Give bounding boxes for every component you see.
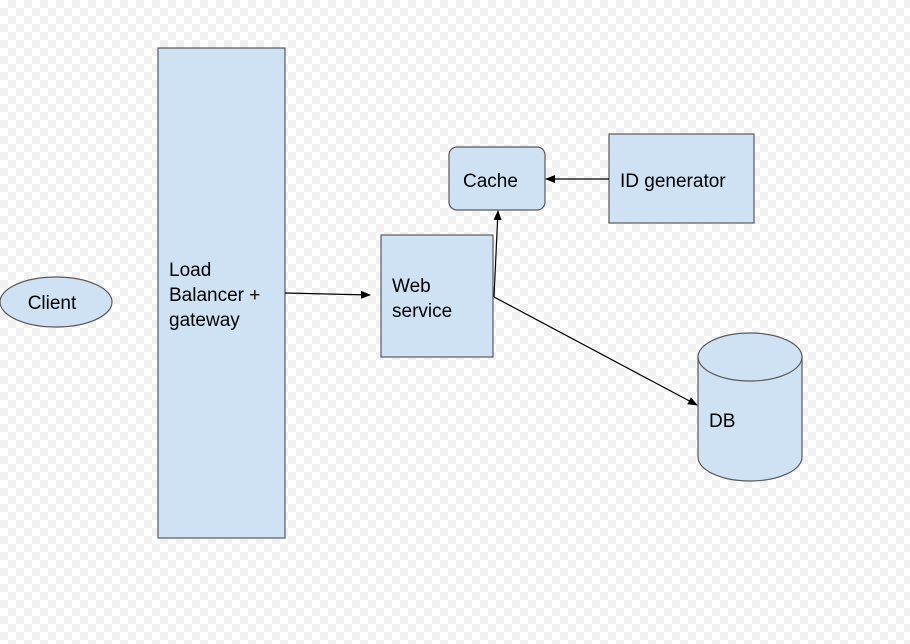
id-generator-label: ID generator: [620, 171, 726, 192]
db-node[interactable]: DB: [697, 332, 803, 482]
db-label: DB: [709, 411, 735, 432]
client-label: Client: [28, 293, 77, 314]
load-balancer-node[interactable]: Load Balancer + gateway: [157, 47, 286, 539]
load-balancer-label-line-2: Balancer +: [169, 285, 260, 306]
cache-node[interactable]: Cache: [448, 146, 546, 211]
client-node[interactable]: Client: [0, 276, 113, 328]
web-service-label-line-1: Web: [392, 276, 431, 297]
cache-label: Cache: [463, 171, 518, 192]
db-top-rim: [697, 356, 803, 382]
load-balancer-shape: [157, 47, 286, 539]
load-balancer-label-line-1: Load: [169, 260, 211, 281]
edge-web-service-to-cache: [493, 210, 502, 298]
client-shape: [0, 276, 113, 328]
edge-load-balancer-to-web-service: [284, 290, 371, 299]
web-service-label-line-2: service: [392, 301, 452, 322]
id-generator-node[interactable]: ID generator: [608, 133, 755, 224]
edge-web-service-to-db: [493, 296, 698, 406]
web-service-shape: [380, 234, 494, 358]
load-balancer-label-line-3: gateway: [169, 310, 240, 331]
web-service-node[interactable]: Web service: [380, 234, 494, 358]
db-shape: [697, 332, 803, 482]
